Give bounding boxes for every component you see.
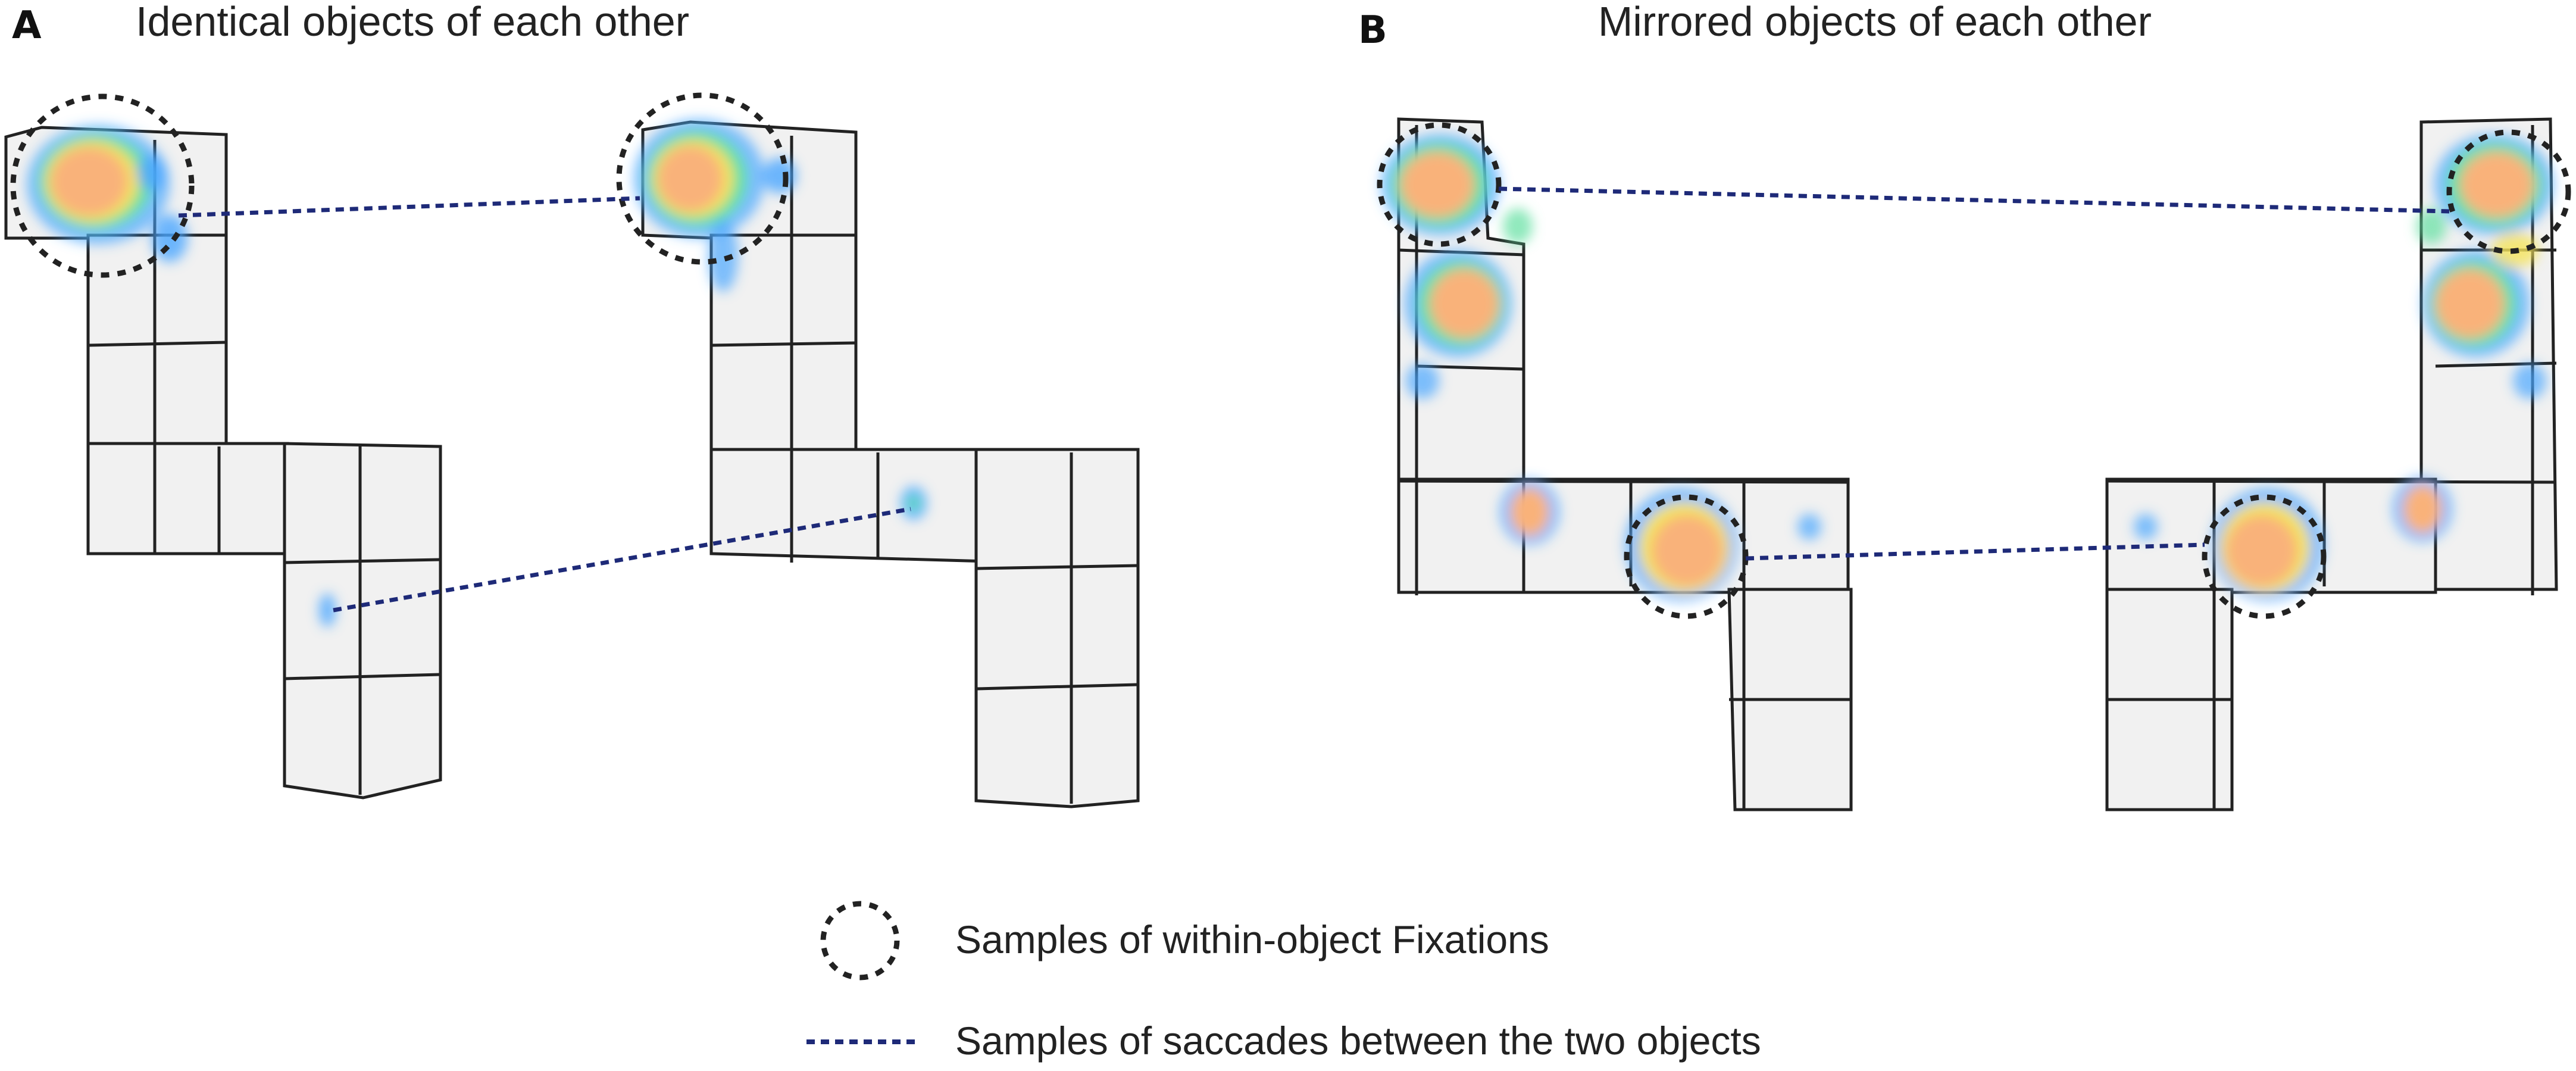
saccade-marker [333, 507, 911, 613]
fixation-marker [1377, 122, 1502, 247]
heatmap-a [27, 119, 927, 627]
heatmap-b [1381, 134, 2553, 601]
fixation-marker [10, 93, 195, 278]
saccade-marker [1745, 542, 2205, 561]
panel-a-title: Identical objects of each other [136, 0, 690, 45]
panel-b [1377, 117, 2571, 811]
panel-b-title: Mirrored objects of each other [1598, 0, 2152, 45]
panel-b-letter: B [1358, 8, 1387, 52]
legend [806, 901, 917, 1044]
fixation-marker [2202, 494, 2327, 619]
saccade-marker [178, 196, 640, 218]
legend-saccade-label: Samples of saccades between the two obje… [955, 1019, 1761, 1063]
saccade-marker [1498, 186, 2450, 214]
fixation-marker [2446, 129, 2571, 254]
legend-fixation-label: Samples of within-object Fixations [955, 917, 1549, 961]
panel-a-letter: A [12, 4, 42, 48]
legend-fixation-symbol [820, 901, 900, 981]
panel-a [4, 92, 1140, 808]
fixation-marker [616, 92, 789, 265]
